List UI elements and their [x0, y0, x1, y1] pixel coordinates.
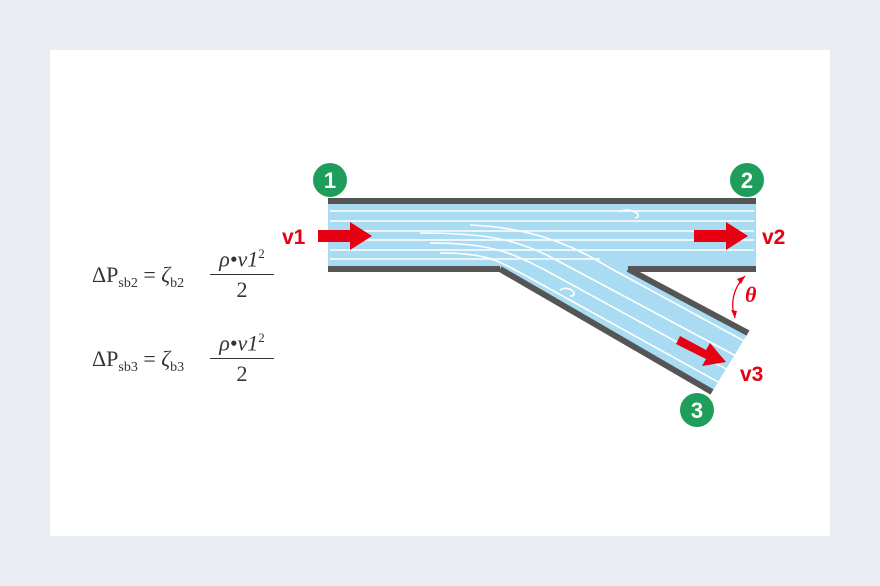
- zeta-symbol: ζ: [161, 262, 171, 287]
- node-2-badge: 2: [730, 163, 764, 197]
- svg-text:1: 1: [324, 168, 336, 193]
- v3-label: v3: [740, 363, 763, 386]
- zeta-subscript: b3: [170, 360, 185, 375]
- svg-text:3: 3: [691, 398, 703, 423]
- v1-label: v1: [282, 226, 306, 249]
- formula-lhs: ΔPsb3 = ζb3: [92, 346, 185, 375]
- streamlines: [330, 209, 754, 384]
- equals-sign: =: [143, 262, 156, 287]
- fraction-denominator: 2: [236, 277, 248, 303]
- delta-p-symbol: ΔP: [92, 262, 119, 287]
- formula-fraction: ρ•v12 2: [210, 330, 274, 387]
- zeta-symbol: ζ: [161, 346, 171, 371]
- arrow-v2: [694, 222, 748, 250]
- fraction-denominator: 2: [236, 361, 248, 387]
- node-1-badge: 1: [313, 163, 347, 197]
- equals-sign: =: [143, 346, 156, 371]
- arrow-v1: [318, 222, 372, 250]
- flow-arrows: [318, 222, 748, 366]
- zeta-subscript: b2: [170, 276, 185, 291]
- delta-p-subscript: sb2: [118, 276, 138, 291]
- svg-text:2: 2: [741, 168, 753, 193]
- fraction-numerator: ρ•v12: [219, 330, 265, 356]
- theta-label: θ: [745, 282, 757, 307]
- arrow-v3: [676, 336, 726, 366]
- main-pipe-water: [328, 201, 756, 269]
- diagram-panel: [50, 50, 830, 536]
- delta-p-subscript: sb3: [118, 360, 138, 375]
- fraction-numerator: ρ•v12: [219, 246, 265, 272]
- node-3-badge: 3: [680, 393, 714, 427]
- v2-label: v2: [762, 226, 785, 249]
- angle-marker: [731, 275, 746, 319]
- fraction-bar: [210, 358, 274, 360]
- fraction-bar: [210, 274, 274, 276]
- formula-lhs: ΔPsb2 = ζb2: [92, 262, 185, 291]
- delta-p-symbol: ΔP: [92, 346, 119, 371]
- formula-fraction: ρ•v12 2: [210, 246, 274, 303]
- pipe-walls: [328, 198, 756, 395]
